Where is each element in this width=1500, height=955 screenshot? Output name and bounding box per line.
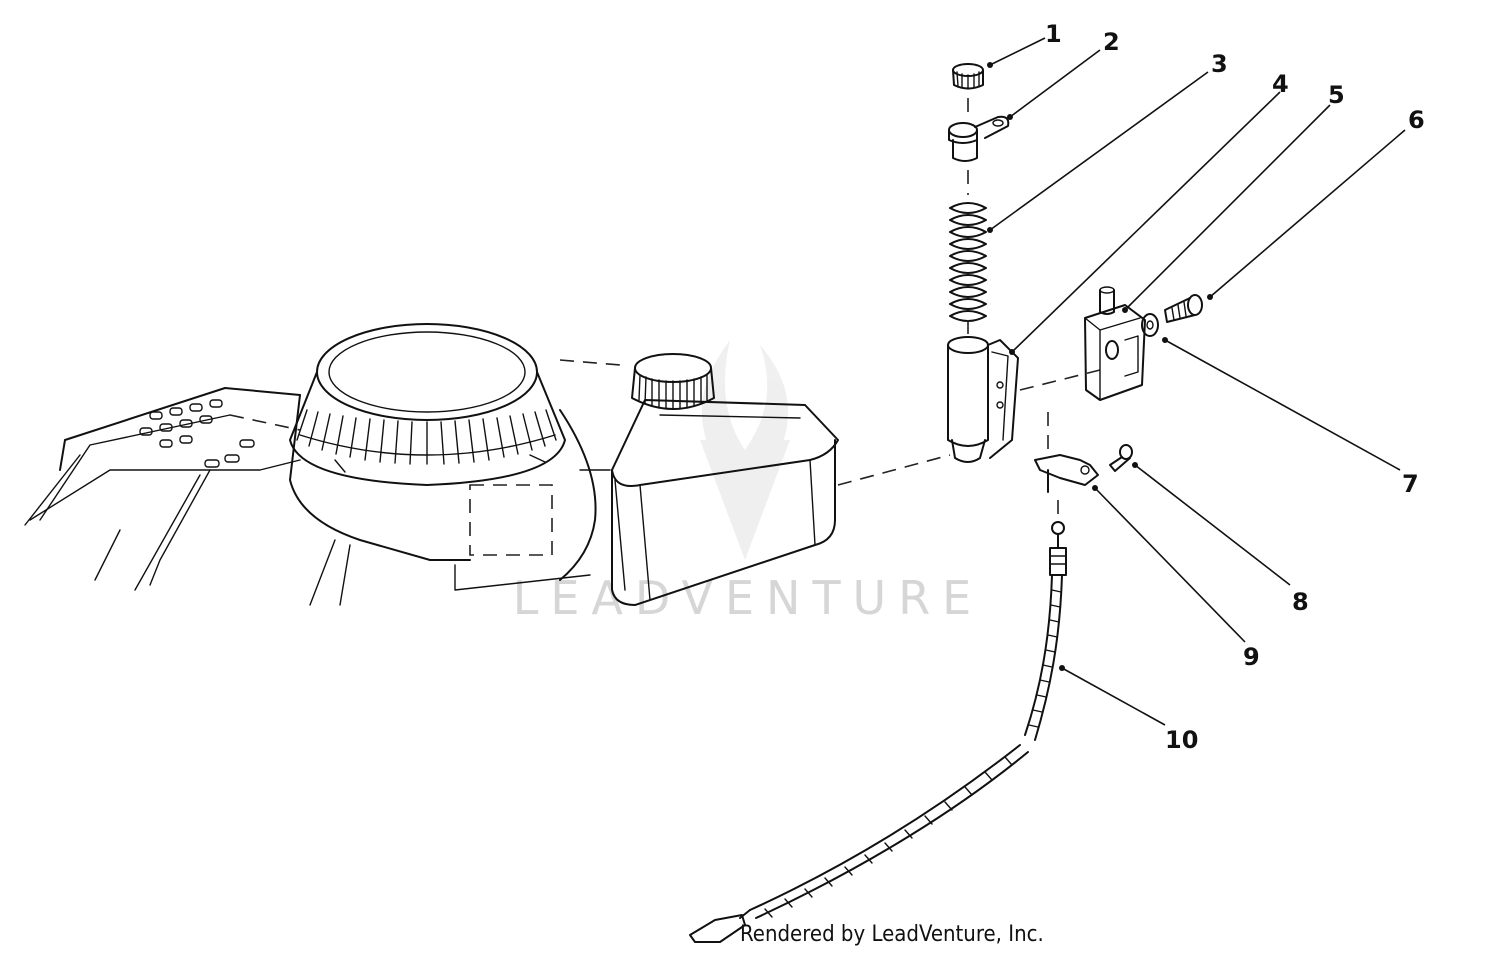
deck-vents xyxy=(139,399,255,468)
callout-9: 9 xyxy=(1243,643,1260,671)
part-9-terminal xyxy=(1034,454,1099,493)
watermark-text: LEADVENTURE xyxy=(513,571,984,625)
credit-text: Rendered by LeadVenture, Inc. xyxy=(740,922,1044,947)
recoil-starter xyxy=(289,323,566,486)
part-8-screw xyxy=(1109,444,1133,472)
callout-5: 5 xyxy=(1328,81,1345,109)
callout-1: 1 xyxy=(1045,20,1062,48)
part-7-washer xyxy=(1141,313,1159,337)
part-6-screw xyxy=(1164,294,1203,323)
callout-numbers: 1 2 3 4 5 6 7 8 9 10 xyxy=(1045,20,1425,754)
callout-6: 6 xyxy=(1408,106,1425,134)
engine-assembly xyxy=(24,323,1101,606)
part-3-spring xyxy=(949,202,987,322)
part-4-bracket xyxy=(947,336,1019,463)
callout-10: 10 xyxy=(1165,726,1198,754)
leader-lines xyxy=(987,37,1406,726)
part-1-knob xyxy=(952,63,984,90)
callout-8: 8 xyxy=(1292,588,1309,616)
callout-4: 4 xyxy=(1272,70,1289,98)
watermark: LEADVENTURE xyxy=(513,340,984,625)
fuel-cap xyxy=(631,353,715,410)
callout-3: 3 xyxy=(1211,50,1228,78)
part-2-lever xyxy=(948,115,1010,162)
part-5-switch xyxy=(1084,286,1146,401)
watermark-logo xyxy=(700,340,790,560)
callout-7: 7 xyxy=(1402,470,1419,498)
part-10-cable xyxy=(689,500,1067,943)
fuel-tank xyxy=(611,399,839,606)
callout-2: 2 xyxy=(1103,28,1120,56)
